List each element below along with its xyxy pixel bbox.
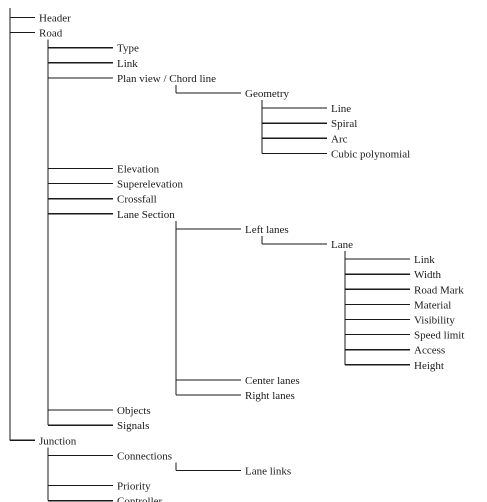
- node-label: Plan view / Chord line: [117, 73, 216, 85]
- node-label: Visibility: [414, 315, 455, 327]
- node-label: Cubic polynomial: [331, 148, 410, 160]
- node-label: Link: [414, 254, 435, 266]
- node-label: Lane Section: [117, 209, 175, 221]
- node-label: Right lanes: [245, 390, 295, 402]
- node-label: Left lanes: [245, 224, 289, 236]
- node-label: Arc: [331, 133, 348, 145]
- node-label: Material: [414, 299, 451, 311]
- node-label: Center lanes: [245, 375, 300, 387]
- node-label: Junction: [39, 435, 77, 447]
- node-label: Priority: [117, 481, 151, 493]
- node-label: Lane links: [245, 466, 291, 478]
- node-label: Lane: [331, 239, 353, 251]
- node-label: Access: [414, 345, 445, 357]
- node-label: Connections: [117, 450, 172, 462]
- node-label: Height: [414, 360, 444, 372]
- node-label: Controller: [117, 496, 163, 502]
- node-label: Spiral: [331, 118, 357, 130]
- node-label: Elevation: [117, 164, 160, 176]
- node-label: Width: [414, 269, 442, 281]
- node-label: Line: [331, 103, 351, 115]
- node-label: Superelevation: [117, 179, 183, 191]
- node-label: Road Mark: [414, 284, 464, 296]
- node-label: Speed limit: [414, 330, 464, 342]
- node-label: Geometry: [245, 88, 289, 100]
- node-label: Crossfall: [117, 194, 157, 206]
- node-label: Objects: [117, 405, 151, 417]
- node-label: Signals: [117, 420, 149, 432]
- node-label: Header: [39, 13, 71, 25]
- node-label: Link: [117, 58, 138, 70]
- node-label: Type: [117, 43, 139, 55]
- node-label: Road: [39, 28, 63, 40]
